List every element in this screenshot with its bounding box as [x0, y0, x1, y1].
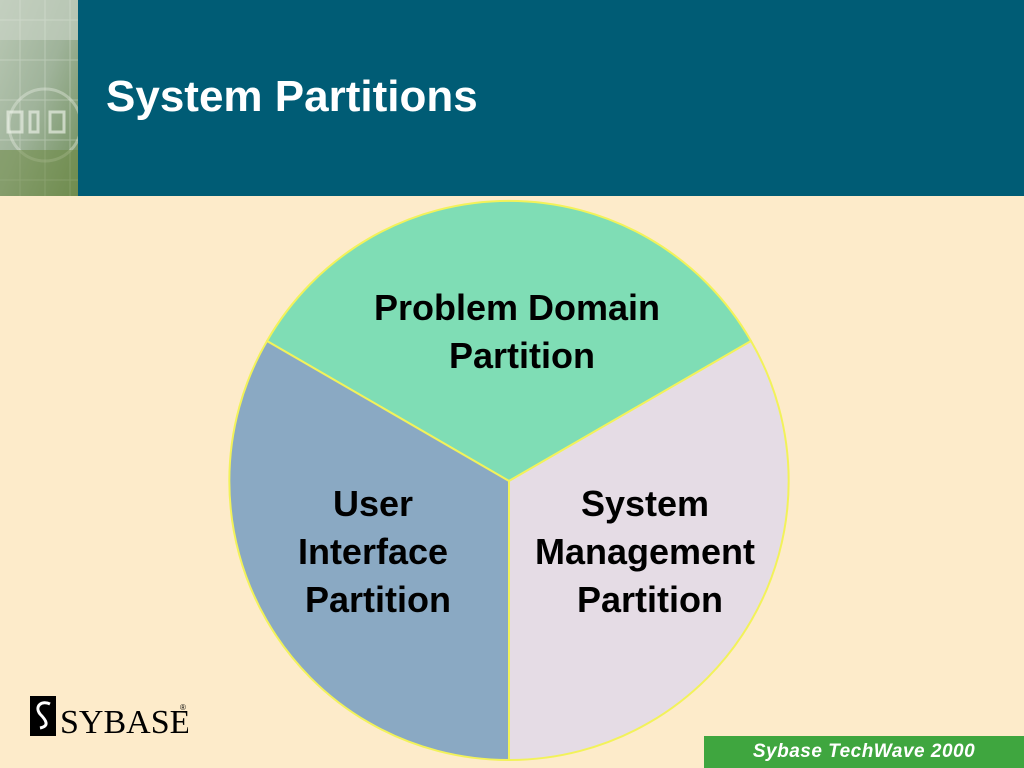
- user-interface-label-line: Interface: [298, 531, 448, 572]
- user-interface-segment: [228, 340, 510, 762]
- system-management-segment: [508, 340, 790, 762]
- user-interface-label-line: Partition: [305, 579, 451, 620]
- header-photo-image: [0, 0, 78, 196]
- problem-domain-label-line: Problem Domain: [374, 287, 660, 328]
- system-management-label-line: System: [581, 483, 709, 524]
- sybase-logo: SYBASE ®: [30, 696, 188, 740]
- svg-text:®: ®: [180, 703, 186, 712]
- header-bar: [0, 0, 1024, 196]
- problem-domain-label-line: Partition: [449, 335, 595, 376]
- techwave-footer-badge: Sybase TechWave 2000: [704, 736, 1024, 768]
- user-interface-label-line: User: [333, 483, 413, 524]
- problem-domain-label: Problem Domain Partition: [374, 287, 670, 376]
- system-management-label-line: Partition: [577, 579, 723, 620]
- system-management-label-line: Management: [535, 531, 755, 572]
- slide-title: System Partitions: [106, 72, 478, 121]
- sybase-logo-wordmark: SYBASE: [60, 704, 188, 740]
- user-interface-label: User Interface Partition: [298, 483, 458, 620]
- system-management-label: System Management Partition: [535, 483, 765, 620]
